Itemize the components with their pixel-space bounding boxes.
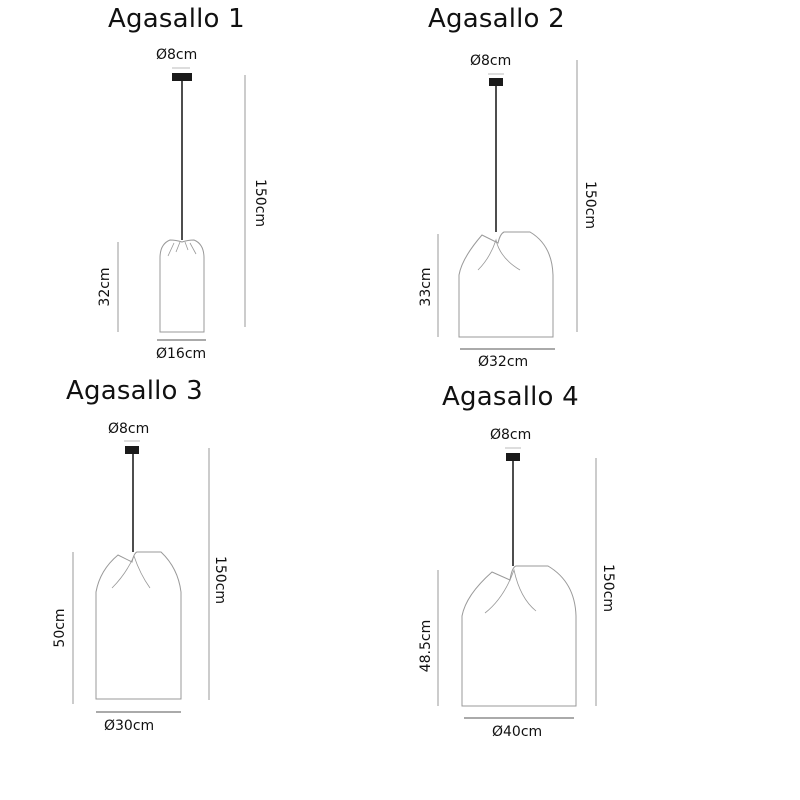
lamp-2-canopy [489, 78, 503, 86]
lamp-4-shade [461, 565, 577, 707]
lamp-1-drawing [117, 67, 246, 341]
lamp-1-canopy [172, 73, 192, 81]
lamp-1-title: Agasallo 1 [108, 4, 245, 34]
lamp-3-canopy [125, 446, 139, 454]
lamp-1-canopy-diameter: Ø8cm [156, 47, 198, 63]
lamp-2-shade [458, 231, 554, 338]
lamp-1-shade [159, 239, 205, 333]
lamp-2-canopy-diameter: Ø8cm [470, 53, 512, 69]
lamp-2-shade-diameter: Ø32cm [478, 354, 529, 370]
lamp-3-shade-diameter: Ø30cm [104, 718, 155, 734]
lamp-2-total-height: 150cm [582, 180, 598, 230]
lamp-4-canopy-diameter: Ø8cm [490, 427, 532, 443]
lamp-4-canopy [506, 453, 520, 461]
lamp-4-drawing [437, 447, 597, 719]
lamp-3-canopy-diameter: Ø8cm [108, 421, 150, 437]
lamp-2-title: Agasallo 2 [428, 4, 565, 34]
lamp-3-title: Agasallo 3 [66, 376, 203, 406]
lamp-1-shade-height: 32cm [97, 267, 113, 307]
lamp-4-title: Agasallo 4 [442, 382, 579, 412]
lamp-4-total-height: 150cm [600, 563, 616, 613]
lamp-3-drawing [72, 440, 210, 713]
lamp-2-shade-height: 33cm [418, 267, 434, 307]
lamp-3-shade-height: 50cm [52, 608, 68, 648]
lamp-2-drawing [437, 60, 578, 350]
lamp-3-total-height: 150cm [212, 555, 228, 605]
lamp-3-shade [95, 551, 182, 700]
lamp-4-shade-diameter: Ø40cm [492, 724, 543, 740]
lamp-1-total-height: 150cm [252, 178, 268, 228]
lamp-4-shade-height: 48.5cm [418, 619, 434, 673]
lamp-1-shade-diameter: Ø16cm [156, 346, 207, 362]
